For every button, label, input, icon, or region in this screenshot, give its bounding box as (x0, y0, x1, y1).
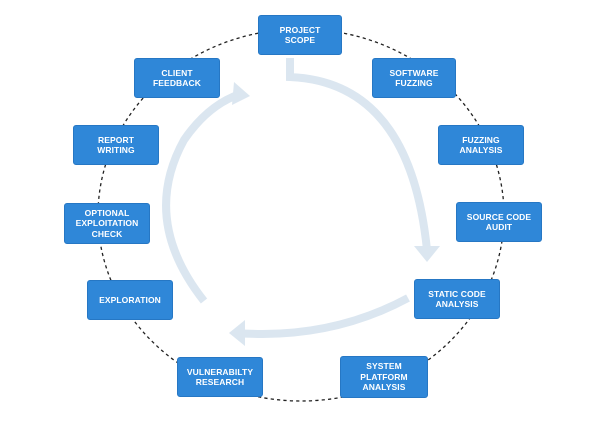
step-optional-exploitation-check: OPTIONAL EXPLOITATION CHECK (64, 203, 150, 244)
arrowhead-right (414, 246, 440, 262)
step-client-feedback: CLIENT FEEDBACK (134, 58, 220, 98)
step-fuzzing-analysis: FUZZING ANALYSIS (438, 125, 524, 165)
arrowhead-left (232, 82, 250, 105)
step-static-code-analysis: STATIC CODE ANALYSIS (414, 279, 500, 319)
step-report-writing: REPORT WRITING (73, 125, 159, 165)
step-system-platform-analysis: SYSTEM PLATFORM ANALYSIS (340, 356, 428, 398)
step-source-code-audit: SOURCE CODE AUDIT (456, 202, 542, 242)
cycle-arrow-right (286, 58, 431, 251)
cycle-arrow-bottom (235, 294, 410, 338)
step-vulnerability-research: VULNERABILTY RESEARCH (177, 357, 263, 397)
step-project-scope: PROJECT SCOPE (258, 15, 342, 55)
step-exploration: EXPLORATION (87, 280, 173, 320)
step-software-fuzzing: SOFTWARE FUZZING (372, 58, 456, 98)
arrowhead-bottom (229, 320, 245, 346)
cycle-arrow-left (162, 90, 242, 304)
